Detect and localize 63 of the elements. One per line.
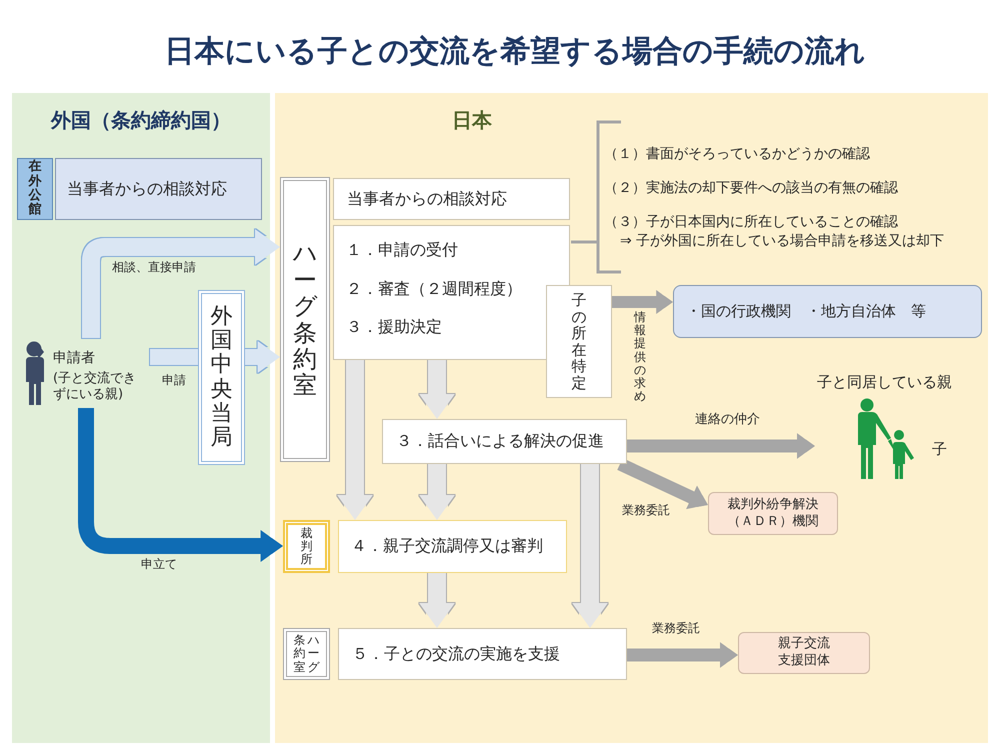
edge-label: 業務委託 [652, 621, 700, 636]
arrow [245, 341, 280, 373]
arrow [419, 360, 455, 419]
process-box [55, 158, 262, 220]
office-box [17, 158, 53, 220]
process-box [333, 178, 570, 220]
node-label: ４．親子交流調停又は審判 [351, 536, 543, 557]
node-label: ハーグ条約室 [293, 634, 320, 674]
process-box [382, 419, 627, 464]
node-label: 外国中央当局 [210, 304, 232, 450]
org-box [283, 520, 330, 573]
arrow [419, 573, 455, 628]
node-label: 子の所在特定 [572, 292, 586, 391]
process-box [338, 520, 567, 573]
arrow [612, 290, 673, 314]
node-label: 親子交流支援団体 [777, 636, 831, 670]
org-box [738, 632, 870, 674]
note-text: （１）書面がそろっているかどうかの確認 [604, 145, 870, 164]
node-label: ・国の行政機関 ・地方自治体 等 [686, 302, 926, 322]
org-box [673, 285, 982, 338]
panel-heading: 外国（条約締約国） [51, 107, 231, 133]
node-label: ハーグ条約室 [293, 240, 317, 399]
note-text: （３）子が日本国内に所在していることの確認 [604, 213, 898, 232]
panel-heading: 日本 [452, 107, 492, 133]
arrow [337, 360, 373, 520]
step-text: １．申請の受付 [346, 240, 458, 261]
org-box [708, 492, 838, 535]
person-caption: 子と同居している親 [817, 373, 952, 392]
arrow [78, 408, 283, 562]
org-box [198, 290, 245, 465]
person-caption: 申請者 [53, 350, 95, 366]
node-label: 当事者からの相談対応 [347, 188, 507, 210]
node-label: ５．子との交流の実施を支援 [352, 644, 560, 664]
node-label: 当事者からの相談対応 [67, 178, 227, 200]
edge-label: 相談、直接申請 [112, 260, 196, 275]
edge-label: 申立て [141, 557, 177, 572]
process-box [333, 225, 570, 360]
diagram-title: 日本にいる子との交流を希望する場合の手続の流れ [164, 34, 866, 70]
edge-label: 情報提供の求め [634, 311, 646, 404]
region-panel [275, 93, 988, 743]
region-panel [12, 93, 270, 743]
node-label: 在外公館 [28, 160, 42, 218]
edge-label: 業務委託 [622, 503, 670, 518]
org-box [283, 628, 330, 680]
arrow [627, 642, 738, 668]
node-label: 裁判外紛争解決（ＡＤＲ）機関 [726, 496, 820, 530]
step-text: ３．援助決定 [346, 317, 442, 338]
person-caption: 子 [932, 440, 947, 460]
org-box [280, 177, 330, 462]
person-caption: (子と交流できずにいる親) [53, 371, 138, 403]
process-box [338, 628, 627, 680]
process-box [546, 285, 612, 398]
note-text: （２）実施法の却下要件への該当の有無の確認 [604, 179, 898, 198]
edge-label: 申請 [162, 373, 186, 388]
arrow [419, 464, 455, 520]
step-text: ２．審査（２週間程度） [346, 279, 522, 300]
edge-label: 連絡の仲介 [695, 412, 760, 428]
arrow [572, 464, 608, 628]
node-label: ３．話合いによる解決の促進 [396, 431, 604, 452]
note-text: ⇒ 子が外国に所在している場合申請を移送又は却下 [620, 232, 944, 250]
arrow [82, 229, 280, 338]
arrow [627, 433, 815, 459]
node-label: 裁判所 [300, 526, 312, 566]
